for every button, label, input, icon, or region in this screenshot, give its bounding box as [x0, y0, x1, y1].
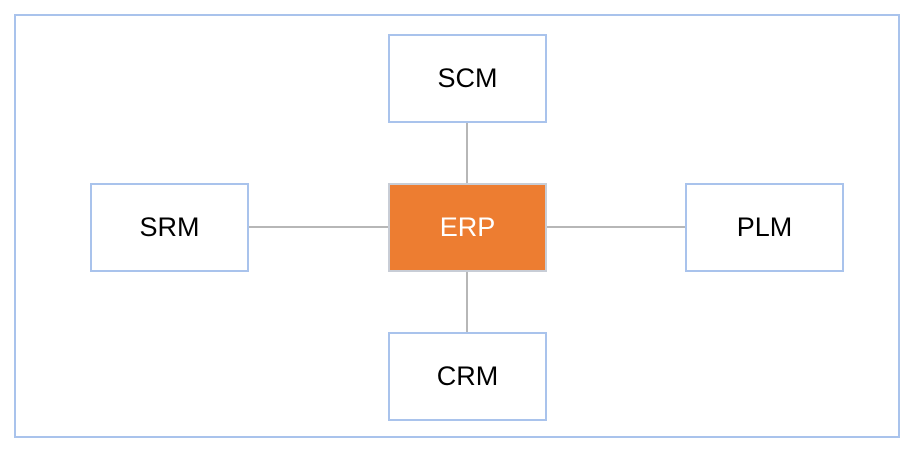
node-plm-label: PLM	[736, 212, 793, 242]
node-erp-label: ERP	[439, 212, 496, 242]
node-crm: CRM	[388, 332, 547, 421]
connector-right	[546, 226, 686, 228]
node-srm-label: SRM	[139, 212, 200, 242]
node-plm: PLM	[685, 183, 844, 272]
node-erp: ERP	[388, 183, 547, 272]
node-srm: SRM	[90, 183, 249, 272]
node-crm-label: CRM	[436, 361, 499, 391]
connector-bottom	[466, 271, 468, 333]
node-scm-label: SCM	[437, 63, 498, 93]
diagram-frame	[14, 14, 900, 438]
node-scm: SCM	[388, 34, 547, 123]
connector-top	[466, 122, 468, 184]
connector-left	[248, 226, 388, 228]
